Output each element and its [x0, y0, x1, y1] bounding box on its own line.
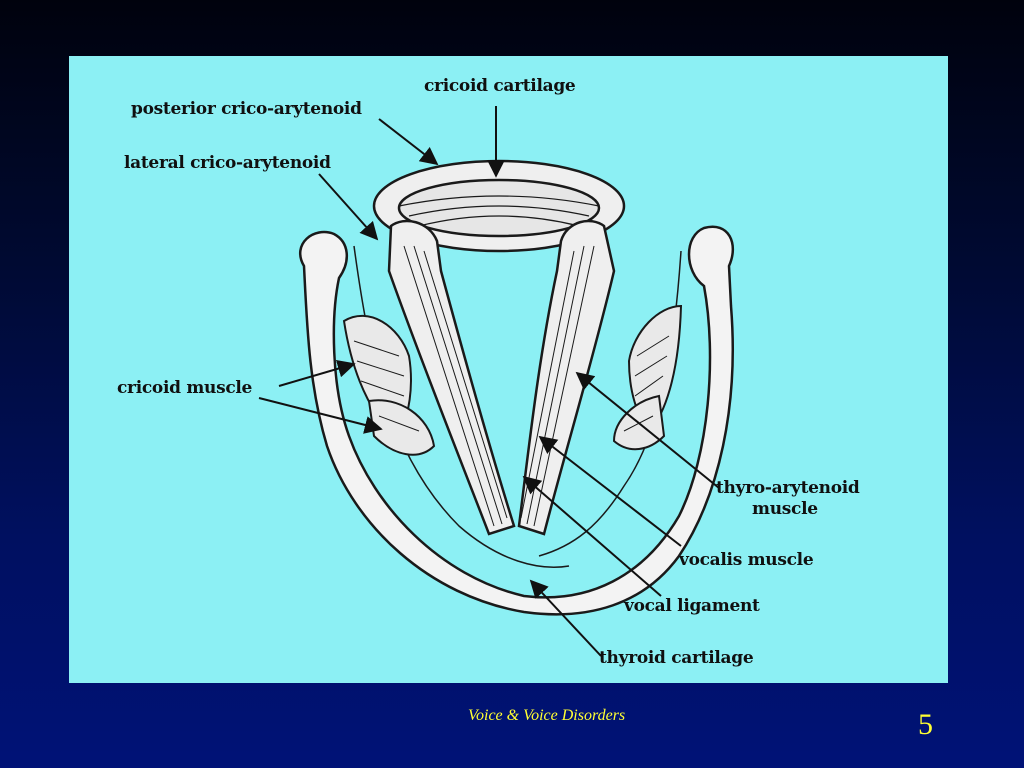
label-cricoid-cartilage: cricoid cartilage: [424, 76, 576, 96]
label-thyro-arytenoid-line2: muscle: [752, 499, 818, 519]
right-vocal-fold-shape: [517, 219, 616, 536]
label-vocal-ligament: vocal ligament: [624, 596, 760, 616]
thyroid-cartilage-shape: [298, 225, 735, 616]
arrow-cricoid-muscle-upper: [278, 359, 356, 387]
arrow-cricoid-muscle-lower: [258, 397, 383, 434]
label-thyro-arytenoid-line1: thyro-arytenoid: [716, 478, 860, 498]
arrow-thyroid-cartilage: [529, 579, 602, 657]
larynx-diagram: cricoid cartilage posterior crico-aryten…: [69, 56, 948, 683]
label-thyroid-cartilage: thyroid cartilage: [599, 648, 754, 668]
label-cricoid-muscle: cricoid muscle: [117, 378, 253, 398]
slide-page-number: 5: [918, 708, 933, 741]
label-posterior-crico-arytenoid: posterior crico-arytenoid: [131, 99, 362, 119]
left-vocal-fold-shape: [387, 219, 516, 536]
arrow-thyro-arytenoid: [575, 371, 720, 489]
cricoid-muscle-shapes: [342, 304, 683, 456]
arrow-vocal-ligament: [522, 475, 662, 597]
arrow-lateral-crico-arytenoid: [318, 173, 379, 241]
label-lateral-crico-arytenoid: lateral crico-arytenoid: [124, 153, 331, 173]
slide-footer-title: Voice & Voice Disorders: [468, 707, 626, 724]
label-arrows: [258, 106, 720, 657]
larynx-illustration: [258, 106, 735, 657]
label-vocalis-muscle: vocalis muscle: [679, 550, 814, 570]
arrow-vocalis-muscle: [538, 435, 682, 547]
cricoid-ring-shape: [372, 159, 626, 253]
arrow-posterior-crico-arytenoid: [378, 118, 439, 166]
